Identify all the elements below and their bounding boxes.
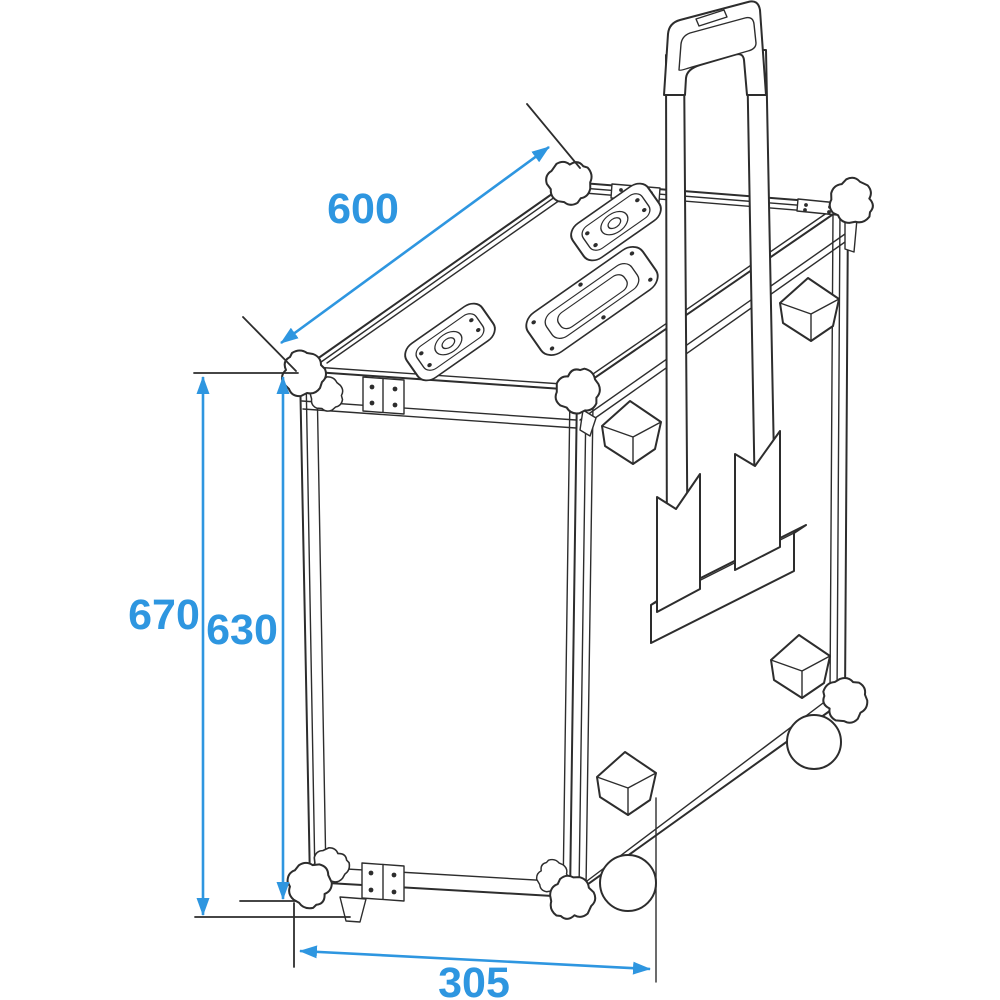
handle-button	[695, 9, 728, 27]
wheel	[599, 854, 657, 912]
dimension-600: 600	[280, 145, 550, 345]
dimension-670-label: 670	[128, 591, 200, 639]
dimension-305: 305	[299, 945, 651, 1000]
dimension-630-label: 630	[206, 606, 278, 654]
dimension-600-label: 600	[327, 185, 399, 233]
trolley-guide	[656, 473, 701, 613]
extension-lines	[193, 103, 581, 968]
ball-corner	[279, 156, 881, 927]
edge-extrusions	[305, 209, 841, 896]
case-foot	[339, 896, 367, 923]
rivet-plate-top	[362, 376, 405, 415]
trolley-handle	[663, 0, 767, 96]
rivet-plate-bottom	[361, 862, 405, 902]
dimension-670: 670	[128, 376, 210, 916]
dimension-305-label: 305	[438, 959, 510, 1000]
trolley-guide	[734, 430, 781, 571]
lid-seam	[301, 233, 846, 429]
wheel	[786, 714, 842, 770]
dimension-630: 630	[206, 376, 290, 900]
trolley	[650, 0, 807, 644]
